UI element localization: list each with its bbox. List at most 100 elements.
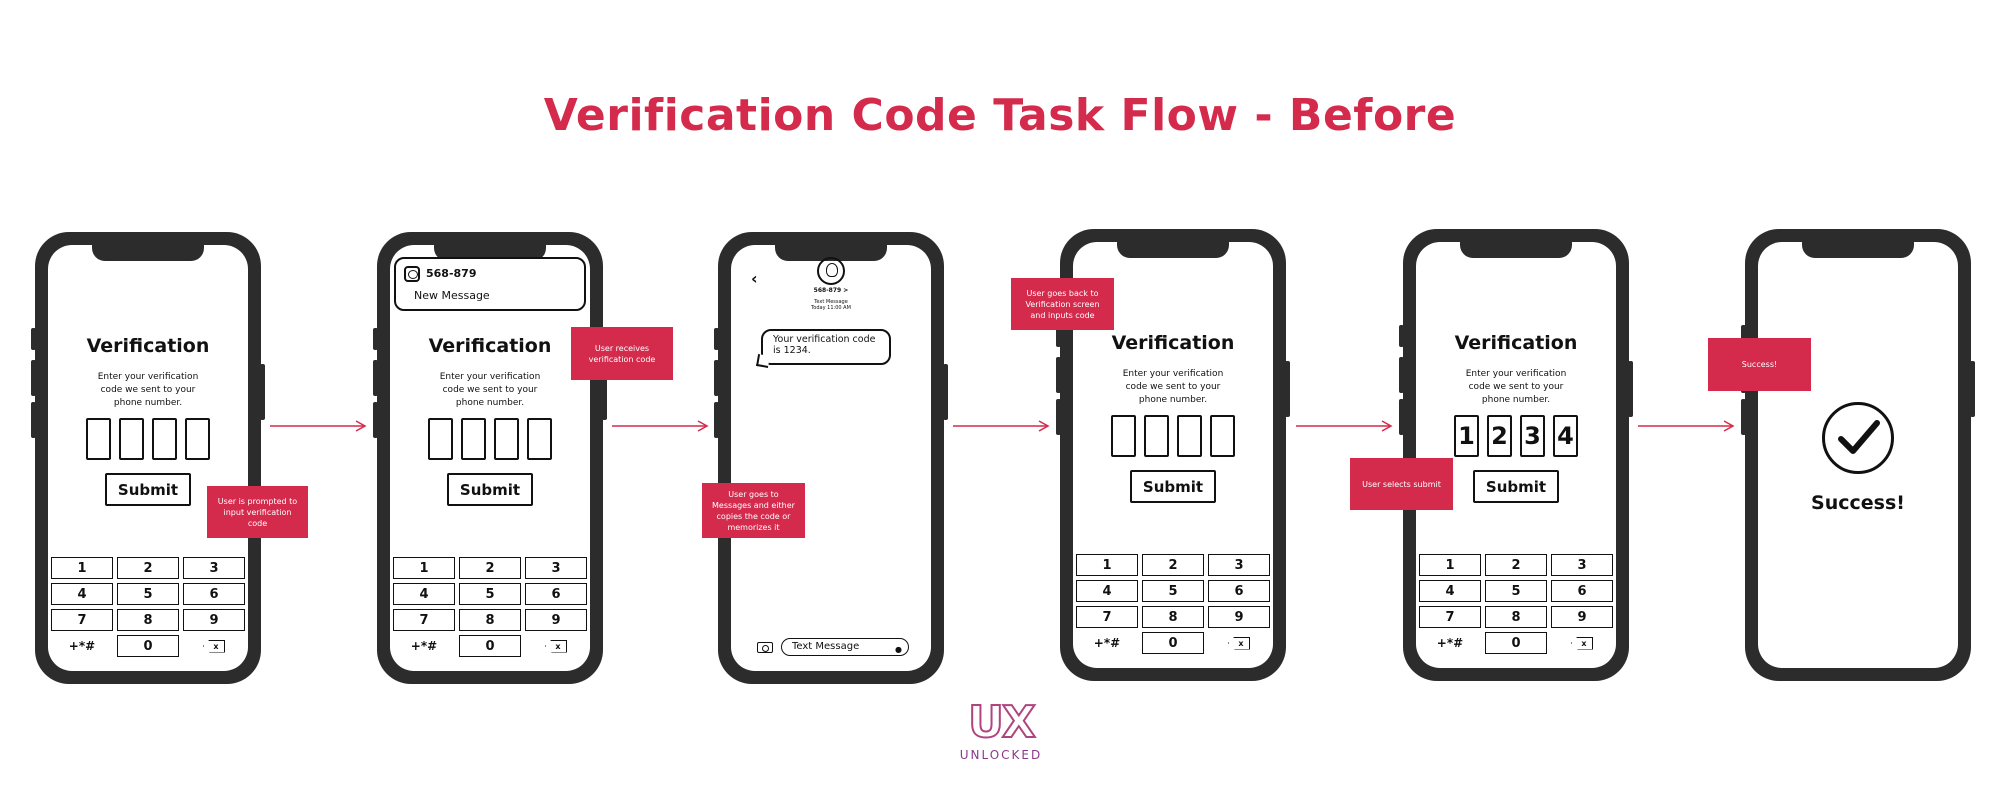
message-notification[interactable]: 568-879 New Message — [394, 257, 586, 311]
code-input-group — [390, 418, 590, 460]
keypad-key-2[interactable]: 2 — [117, 557, 179, 579]
note-step-6: Success! — [1708, 338, 1811, 391]
phone-screen: Verification Enter your verification cod… — [1416, 242, 1616, 668]
code-digit-input[interactable] — [461, 418, 486, 460]
code-digit-input[interactable] — [494, 418, 519, 460]
code-digit-input[interactable]: 3 — [1520, 415, 1545, 457]
verification-description: Enter your verification code we sent to … — [97, 372, 199, 408]
backspace-icon: x — [203, 639, 225, 653]
keypad-key-2[interactable]: 2 — [1485, 554, 1547, 576]
code-input-group: 1 2 3 4 — [1416, 415, 1616, 457]
backspace-icon: x — [545, 639, 567, 653]
code-digit-input[interactable] — [119, 418, 144, 460]
backspace-icon: x — [1571, 636, 1593, 650]
keypad-key-1[interactable]: 1 — [1419, 554, 1481, 576]
mic-icon[interactable]: ● — [895, 645, 902, 654]
keypad-key-symbols[interactable]: +*# — [1436, 636, 1464, 650]
keypad-key-8[interactable]: 8 — [1142, 606, 1204, 628]
code-digit-input[interactable] — [86, 418, 111, 460]
phone-step-3: ‹ 568-879 > Text Message Today 11:00 AM … — [714, 232, 948, 684]
submit-button[interactable]: Submit — [1473, 470, 1559, 503]
code-digit-input[interactable]: 1 — [1454, 415, 1479, 457]
phone-step-5: Verification Enter your verification cod… — [1399, 229, 1633, 681]
backspace-icon: x — [1228, 636, 1250, 650]
keypad-key-7[interactable]: 7 — [393, 609, 455, 631]
keypad-key-1[interactable]: 1 — [51, 557, 113, 579]
keypad-key-5[interactable]: 5 — [1142, 580, 1204, 602]
logo-mark: UX — [967, 697, 1037, 748]
keypad-key-8[interactable]: 8 — [1485, 606, 1547, 628]
back-chevron-icon[interactable]: ‹ — [751, 269, 758, 288]
keypad-key-0[interactable]: 0 — [1142, 632, 1204, 654]
code-digit-input[interactable] — [1210, 415, 1235, 457]
code-digit-input[interactable] — [152, 418, 177, 460]
code-digit-input[interactable]: 2 — [1487, 415, 1512, 457]
numeric-keypad: 1 2 3 4 5 6 7 8 9 +*# 0 x — [51, 557, 245, 657]
flow-arrow-3 — [953, 420, 1050, 432]
keypad-key-9[interactable]: 9 — [183, 609, 245, 631]
keypad-key-6[interactable]: 6 — [183, 583, 245, 605]
keypad-backspace[interactable]: x — [183, 635, 245, 657]
keypad-key-5[interactable]: 5 — [1485, 580, 1547, 602]
keypad-key-4[interactable]: 4 — [51, 583, 113, 605]
keypad-key-4[interactable]: 4 — [1076, 580, 1138, 602]
keypad-key-1[interactable]: 1 — [1076, 554, 1138, 576]
keypad-key-9[interactable]: 9 — [1208, 606, 1270, 628]
code-digit-input[interactable] — [1111, 415, 1136, 457]
code-digit-input[interactable]: 4 — [1553, 415, 1578, 457]
camera-icon[interactable] — [757, 642, 773, 653]
code-digit-input[interactable] — [1177, 415, 1202, 457]
keypad-key-3[interactable]: 3 — [525, 557, 587, 579]
keypad-key-3[interactable]: 3 — [1208, 554, 1270, 576]
code-digit-input[interactable] — [428, 418, 453, 460]
message-type: Text Message — [814, 299, 848, 305]
keypad-key-symbols[interactable]: +*# — [1093, 636, 1121, 650]
keypad-key-0[interactable]: 0 — [1485, 632, 1547, 654]
keypad-backspace[interactable]: x — [1551, 632, 1613, 654]
verification-title: Verification — [1111, 332, 1235, 354]
keypad-key-1[interactable]: 1 — [393, 557, 455, 579]
keypad-key-2[interactable]: 2 — [459, 557, 521, 579]
keypad-key-8[interactable]: 8 — [117, 609, 179, 631]
keypad-key-7[interactable]: 7 — [1076, 606, 1138, 628]
phone-step-2: 568-879 New Message Verification Enter y… — [373, 232, 607, 684]
message-timestamp: Today 11:00 AM — [811, 305, 851, 311]
keypad-backspace[interactable]: x — [525, 635, 587, 657]
submit-button[interactable]: Submit — [1130, 470, 1216, 503]
keypad-key-0[interactable]: 0 — [459, 635, 521, 657]
keypad-key-3[interactable]: 3 — [183, 557, 245, 579]
keypad-key-9[interactable]: 9 — [1551, 606, 1613, 628]
code-digit-input[interactable] — [527, 418, 552, 460]
keypad-key-9[interactable]: 9 — [525, 609, 587, 631]
keypad-key-5[interactable]: 5 — [459, 583, 521, 605]
message-icon — [404, 266, 420, 282]
keypad-key-4[interactable]: 4 — [1419, 580, 1481, 602]
phone-notch — [775, 245, 887, 261]
keypad-key-3[interactable]: 3 — [1551, 554, 1613, 576]
keypad-key-6[interactable]: 6 — [525, 583, 587, 605]
verification-description: Enter your verification code we sent to … — [1122, 369, 1224, 405]
keypad-key-2[interactable]: 2 — [1142, 554, 1204, 576]
keypad-key-7[interactable]: 7 — [1419, 606, 1481, 628]
keypad-key-symbols[interactable]: +*# — [410, 639, 438, 653]
code-digit-input[interactable] — [185, 418, 210, 460]
message-bubble[interactable]: Your verification code is 1234. — [761, 329, 891, 365]
submit-button[interactable]: Submit — [447, 473, 533, 506]
phone-screen: ‹ 568-879 > Text Message Today 11:00 AM … — [731, 245, 931, 671]
keypad-key-symbols[interactable]: +*# — [68, 639, 96, 653]
keypad-key-8[interactable]: 8 — [459, 609, 521, 631]
keypad-key-4[interactable]: 4 — [393, 583, 455, 605]
phone-notch — [1802, 242, 1914, 258]
keypad-key-6[interactable]: 6 — [1551, 580, 1613, 602]
contact-number[interactable]: 568-879 > — [813, 287, 849, 294]
keypad-backspace[interactable]: x — [1208, 632, 1270, 654]
submit-button[interactable]: Submit — [105, 473, 191, 506]
code-digit-input[interactable] — [1144, 415, 1169, 457]
keypad-key-6[interactable]: 6 — [1208, 580, 1270, 602]
keypad-key-7[interactable]: 7 — [51, 609, 113, 631]
message-input[interactable]: Text Message ● — [781, 638, 909, 656]
diagram-title: Verification Code Task Flow - Before — [543, 90, 1457, 141]
keypad-key-5[interactable]: 5 — [117, 583, 179, 605]
phone-screen: Success! — [1758, 242, 1958, 668]
keypad-key-0[interactable]: 0 — [117, 635, 179, 657]
